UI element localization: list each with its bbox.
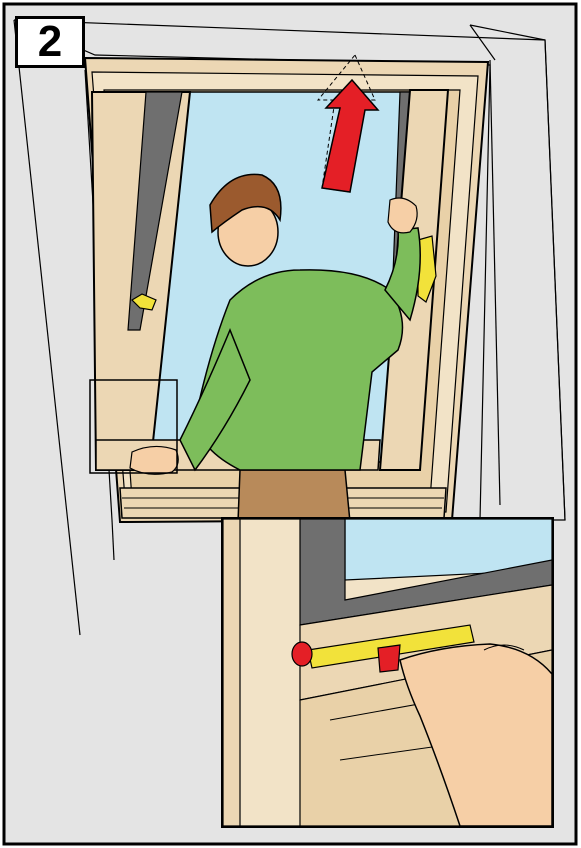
step-number-badge: 2 [15,16,85,68]
detail-inset [222,518,553,827]
